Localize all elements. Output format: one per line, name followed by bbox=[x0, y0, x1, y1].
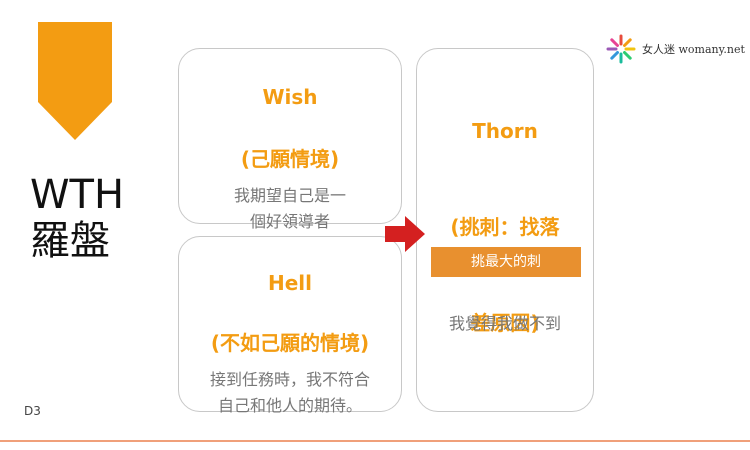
hell-text-line-2: 自己和他人的期待。 bbox=[217, 396, 362, 415]
slide-title: WTH 羅盤 bbox=[30, 172, 160, 264]
thorn-box: Thorn (挑刺：找落 差原因) 挑最大的刺 我覺得我做不到 bbox=[416, 48, 594, 412]
hell-subheading: (不如己願的情境) bbox=[210, 331, 370, 355]
wish-box: Wish (己願情境) 我期望自己是一 個好領導者 bbox=[178, 48, 402, 231]
thorn-heading: Thorn bbox=[472, 119, 538, 143]
womany-logo: 女人迷 womany.net bbox=[606, 34, 745, 64]
wish-text-line-2: 個好領導者 bbox=[249, 212, 330, 231]
hell-text-line-1: 接到任務時，我不符合 bbox=[209, 370, 370, 389]
thorn-subheading-line-2: 差原因) bbox=[470, 311, 540, 335]
right-arrow-icon bbox=[385, 216, 425, 252]
slide-number: D3 bbox=[24, 404, 41, 418]
logo-text: 女人迷 womany.net bbox=[642, 43, 745, 56]
wish-heading: Wish bbox=[262, 85, 318, 109]
hell-heading: Hell bbox=[267, 271, 312, 295]
thorn-subheading-line-1: (挑刺：找落 bbox=[450, 215, 560, 239]
wish-description: 我期望自己是一 個好領導者 bbox=[179, 183, 401, 235]
hell-box: Hell (不如己願的情境) 接到任務時，我不符合 自己和他人的期待。 bbox=[178, 236, 402, 415]
wish-text-line-1: 我期望自己是一 bbox=[233, 186, 346, 205]
thorn-tag: 挑最大的刺 bbox=[431, 247, 581, 277]
bookmark-ribbon-icon bbox=[38, 22, 112, 140]
wish-subheading: (己願情境) bbox=[240, 147, 340, 171]
sunburst-logo-icon bbox=[606, 34, 636, 64]
footer-divider bbox=[0, 440, 750, 442]
title-line-2: 羅盤 bbox=[30, 218, 110, 264]
title-line-1: WTH bbox=[30, 172, 125, 218]
hell-description: 接到任務時，我不符合 自己和他人的期待。 bbox=[179, 367, 401, 419]
thorn-description: 我覺得我做不到 bbox=[448, 314, 561, 333]
